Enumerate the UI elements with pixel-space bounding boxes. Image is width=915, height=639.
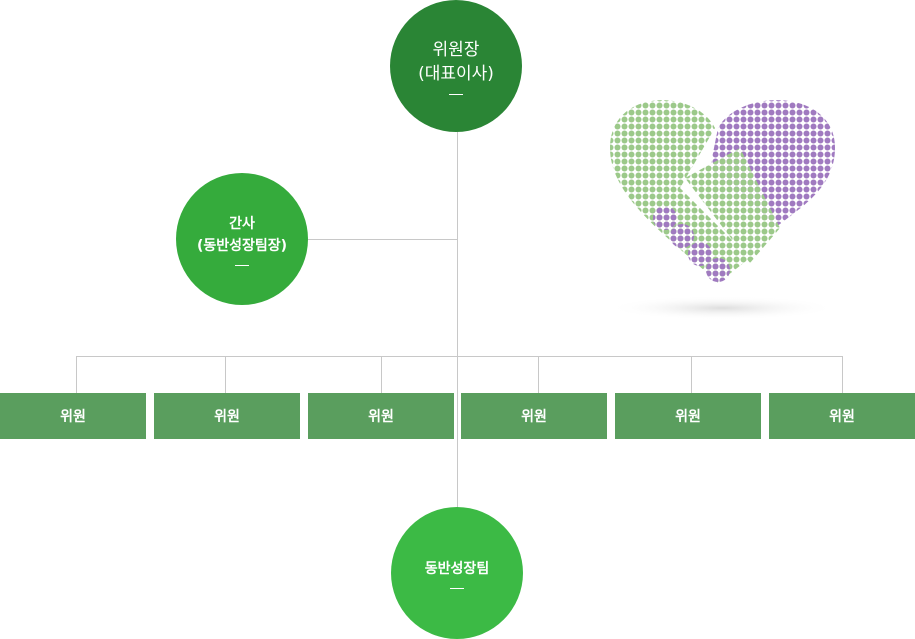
divider bbox=[449, 93, 463, 95]
member-label: 위원 bbox=[675, 409, 701, 425]
member-box: 위원 bbox=[154, 393, 300, 439]
member-label: 위원 bbox=[829, 409, 855, 425]
main-vertical-line bbox=[457, 131, 458, 509]
member-label: 위원 bbox=[214, 409, 240, 425]
member-stem bbox=[76, 356, 77, 393]
divider bbox=[235, 264, 249, 266]
chairman-title: 위원장 bbox=[432, 39, 480, 60]
secretary-title: 간사 bbox=[229, 215, 255, 232]
member-box: 위원 bbox=[308, 393, 454, 439]
handshake-heart-illustration bbox=[607, 100, 837, 320]
chairman-node: 위원장 (대표이사) bbox=[390, 0, 522, 132]
team-node: 동반성장팀 bbox=[391, 507, 523, 639]
member-stem bbox=[225, 356, 226, 393]
member-box: 위원 bbox=[0, 393, 146, 439]
team-title: 동반성장팀 bbox=[424, 560, 490, 577]
member-box: 위원 bbox=[461, 393, 607, 439]
member-stem bbox=[538, 356, 539, 393]
member-label: 위원 bbox=[60, 409, 86, 425]
member-box: 위원 bbox=[615, 393, 761, 439]
members-horizontal-line bbox=[76, 356, 843, 357]
chairman-subtitle: (대표이사) bbox=[418, 63, 494, 84]
member-stem bbox=[381, 356, 382, 393]
divider bbox=[450, 587, 464, 589]
secretary-node: 간사 (동반성장팀장) bbox=[176, 173, 308, 305]
secretary-connector bbox=[308, 239, 458, 240]
member-stem bbox=[691, 356, 692, 393]
member-label: 위원 bbox=[521, 409, 547, 425]
member-stem bbox=[842, 356, 843, 393]
member-label: 위원 bbox=[368, 409, 394, 425]
secretary-subtitle: (동반성장팀장) bbox=[196, 237, 288, 254]
member-box: 위원 bbox=[769, 393, 915, 439]
